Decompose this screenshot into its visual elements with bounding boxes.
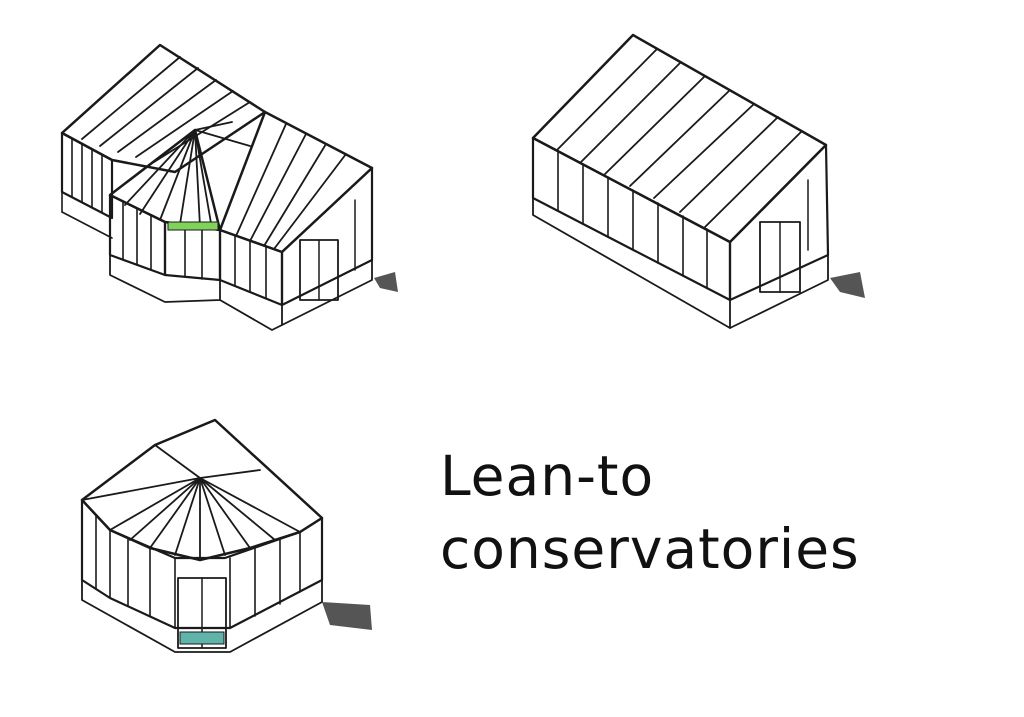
green-highlight [167, 221, 219, 231]
lean-to-conservatory-drawing [531, 33, 865, 329]
shadow [322, 602, 372, 630]
shadow [830, 272, 865, 298]
victorian-conservatory-drawing [80, 418, 372, 653]
caption-line-2: conservatories [440, 517, 860, 581]
shadow [374, 272, 398, 292]
p-shaped-conservatory-drawing [60, 43, 398, 331]
caption: Lean-to conservatories [440, 440, 860, 586]
caption-line-1: Lean-to [440, 444, 655, 508]
